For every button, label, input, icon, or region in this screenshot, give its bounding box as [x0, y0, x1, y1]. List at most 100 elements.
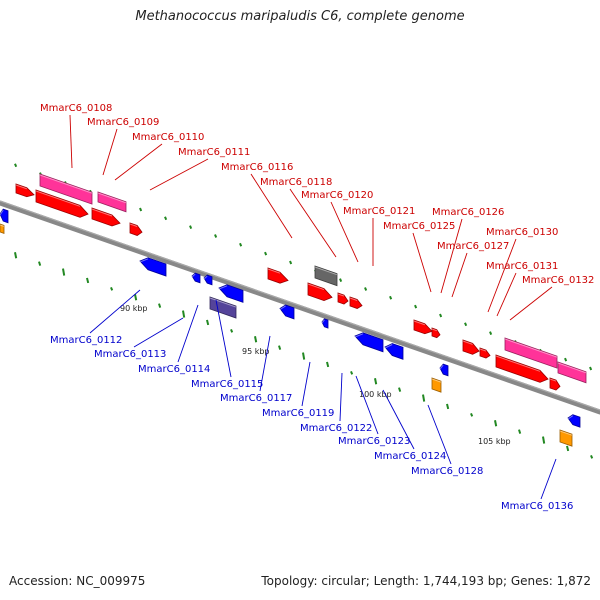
- gc-tick: [464, 322, 468, 327]
- gc-tick: [422, 394, 426, 402]
- forward-gene-bevel: [349, 297, 358, 301]
- gc-tick: [470, 412, 474, 417]
- forward-gene: [495, 354, 549, 383]
- gc-tick: [302, 352, 306, 360]
- label-leader: [114, 143, 163, 181]
- gc-tick: [389, 295, 393, 300]
- gc-tick: [542, 436, 546, 444]
- forward-gene-bevel: [314, 266, 338, 276]
- reverse-gene-bevel: [439, 364, 444, 370]
- forward-gene: [129, 222, 143, 236]
- gene-label-forward: MmarC6_0126: [432, 207, 504, 218]
- label-leader: [215, 299, 232, 378]
- forward-gene: [35, 189, 89, 218]
- forward-gene: [549, 377, 561, 391]
- label-leader: [289, 188, 337, 258]
- gc-tick: [14, 252, 18, 259]
- scale-label: 90 kbp: [120, 304, 148, 313]
- genome-backbone-highlight: [0, 200, 600, 411]
- rna-feature-bevel: [431, 378, 442, 383]
- gc-tick: [590, 454, 594, 459]
- reverse-gene: [354, 332, 384, 353]
- rna-feature: [431, 377, 442, 393]
- gc-tick: [446, 403, 450, 410]
- forward-gene: [349, 296, 363, 309]
- gc-tick: [62, 268, 66, 276]
- label-leader: [355, 375, 379, 435]
- gc-tick: [139, 207, 143, 212]
- gc-tick: [86, 277, 90, 284]
- reverse-gene-bevel: [279, 305, 286, 310]
- forward-gene: [267, 267, 289, 284]
- gc-tick: [566, 445, 570, 452]
- reverse-gene: [203, 274, 213, 286]
- rna-feature: [559, 429, 573, 447]
- gc-tick: [374, 378, 378, 385]
- gc-tick: [38, 261, 42, 266]
- scale-label: 95 kbp: [242, 347, 270, 356]
- label-leader: [412, 232, 432, 293]
- gc-tick: [350, 370, 354, 375]
- label-leader: [427, 404, 452, 465]
- forward-gene: [39, 173, 93, 205]
- forward-gene: [97, 191, 127, 213]
- label-leader: [496, 272, 517, 317]
- gc-tick: [14, 163, 18, 168]
- gc-tick: [206, 319, 210, 326]
- forward-gene-bevel: [462, 340, 473, 345]
- gc-tick: [110, 286, 114, 291]
- gene-label-reverse: MmarC6_0124: [374, 451, 446, 462]
- gene-label-forward: MmarC6_0125: [383, 221, 455, 232]
- topology-text: Topology: circular; Length: 1,744,193 bp…: [261, 574, 591, 588]
- forward-gene-bevel: [91, 208, 113, 217]
- gc-tick: [230, 328, 234, 333]
- gc-tick: [439, 313, 443, 318]
- gc-tick: [289, 260, 293, 265]
- rna-feature: [0, 223, 5, 234]
- label-leader: [69, 114, 73, 169]
- label-leader: [133, 317, 184, 348]
- gc-tick: [182, 310, 186, 318]
- label-leader: [540, 458, 557, 500]
- reverse-gene-bevel: [191, 273, 196, 278]
- forward-gene: [307, 282, 333, 302]
- reverse-gene-bevel: [0, 209, 4, 216]
- forward-gene: [557, 361, 587, 384]
- gene-label-forward: MmarC6_0110: [132, 132, 204, 143]
- gene-label-forward: MmarC6_0132: [522, 275, 594, 286]
- label-leader: [451, 252, 468, 298]
- scale-label: 100 kbp: [359, 390, 392, 399]
- forward-gene-bevel: [129, 223, 138, 227]
- gc-tick: [239, 242, 243, 247]
- forward-gene-bevel: [504, 338, 558, 358]
- label-leader: [89, 289, 141, 334]
- gc-tick: [339, 278, 343, 283]
- forward-gene: [504, 337, 558, 369]
- gene-label-forward: MmarC6_0121: [343, 206, 415, 217]
- gene-label-reverse: MmarC6_0113: [94, 349, 166, 360]
- gc-tick: [264, 251, 268, 256]
- gc-tick: [158, 303, 162, 308]
- forward-gene-bevel: [39, 174, 93, 194]
- scale-label: 105 kbp: [478, 437, 511, 446]
- label-leader: [487, 238, 517, 313]
- gc-tick: [214, 234, 218, 238]
- reverse-gene-bevel: [139, 258, 149, 263]
- forward-gene: [431, 327, 441, 339]
- reverse-gene: [321, 318, 329, 329]
- reverse-gene-bevel: [567, 415, 574, 420]
- forward-gene: [91, 207, 121, 227]
- forward-gene-bevel: [35, 190, 81, 207]
- gc-tick: [494, 420, 498, 427]
- gene-label-reverse: MmarC6_0123: [338, 436, 410, 447]
- reverse-gene: [0, 208, 9, 224]
- forward-gene: [314, 265, 338, 287]
- forward-gene-bevel: [97, 192, 127, 204]
- forward-gene-bevel: [15, 184, 27, 190]
- genome-backbone: [0, 200, 600, 415]
- gene-label-forward: MmarC6_0108: [40, 103, 112, 114]
- forward-gene-bevel: [549, 378, 557, 382]
- gene-label-forward: MmarC6_0109: [87, 117, 159, 128]
- label-leader: [382, 389, 415, 450]
- forward-gene-bevel: [479, 348, 487, 352]
